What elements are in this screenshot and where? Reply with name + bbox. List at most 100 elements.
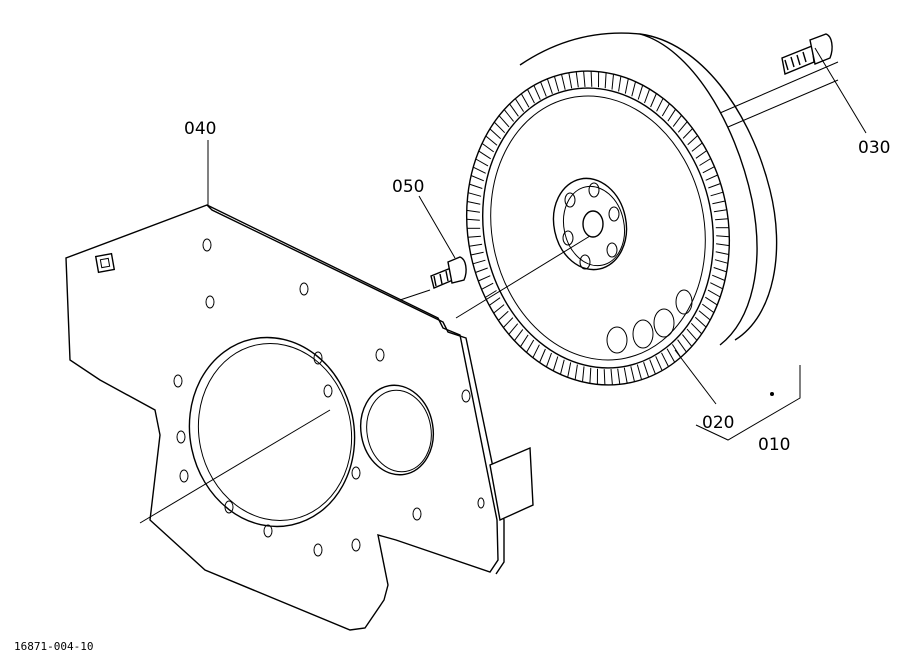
gear-tooth: [503, 109, 514, 122]
label-020: 020: [702, 413, 734, 433]
gear-tooth: [467, 192, 482, 197]
label-040: 040: [184, 119, 216, 139]
gear-tooth: [617, 368, 621, 385]
gear-tooth: [469, 243, 483, 247]
gear-tooth: [716, 243, 730, 247]
gear-tooth: [478, 150, 491, 160]
gear-tooth: [574, 364, 578, 380]
gear-tooth: [526, 339, 535, 353]
gear-tooth: [702, 166, 715, 174]
flywheel-bolt: [719, 33, 867, 134]
gear-tooth: [682, 334, 693, 347]
label-010: 010: [758, 435, 790, 455]
drawing-code: 16871-004-10: [14, 640, 93, 653]
gear-tooth: [705, 174, 718, 181]
gear-tooth: [707, 289, 721, 298]
gear-tooth: [611, 74, 614, 90]
gear-tooth: [533, 85, 541, 100]
gear-tooth: [715, 251, 729, 255]
gear-tooth: [686, 328, 698, 341]
gear-tooth: [714, 259, 729, 264]
gear-tooth: [690, 322, 703, 335]
gear-tooth: [489, 128, 502, 140]
gear-tooth: [583, 71, 586, 87]
gear-tooth: [699, 158, 712, 166]
gear-tooth: [687, 135, 698, 146]
gear-tooth: [710, 191, 724, 197]
gear-tooth: [475, 267, 488, 273]
gear-tooth: [553, 76, 560, 92]
gear-tooth: [568, 72, 573, 89]
gear-tooth: [478, 275, 491, 282]
gear-tooth: [560, 359, 565, 375]
gear-tooth: [514, 98, 525, 112]
gear-tooth: [713, 267, 727, 273]
gear-tooth: [667, 108, 677, 122]
gear-tooth: [575, 71, 579, 88]
flywheel: [465, 32, 778, 386]
gear-tooth: [519, 334, 529, 348]
gear-tooth: [508, 323, 519, 335]
gear-tooth: [624, 78, 629, 94]
gear-tooth: [493, 304, 505, 314]
gear-tooth: [481, 142, 494, 153]
gear-tooth: [708, 183, 721, 189]
gear-tooth: [509, 103, 519, 117]
label-030: 030: [858, 138, 890, 158]
gear-tooth: [661, 103, 670, 117]
gear-tooth: [682, 128, 693, 139]
gear-tooth: [539, 348, 546, 363]
gear-tooth: [604, 72, 607, 89]
gear-tooth: [661, 352, 669, 367]
gear-tooth: [623, 367, 628, 384]
gear-tooth: [498, 310, 509, 321]
gear-tooth: [561, 74, 566, 90]
gear-tooth: [484, 290, 497, 298]
gear-tooth: [552, 356, 559, 371]
gear-tooth: [503, 317, 514, 328]
gear-tooth: [705, 296, 718, 306]
gear-tooth: [567, 362, 572, 378]
gear-tooth: [649, 359, 656, 375]
gear-tooth: [643, 362, 650, 378]
gear-tooth: [644, 88, 651, 104]
gear-tooth: [590, 71, 593, 87]
gear-tooth: [677, 339, 687, 353]
gear-tooth: [694, 316, 707, 328]
gear-tooth: [582, 366, 585, 382]
gear-tooth: [470, 251, 484, 256]
gear-tooth: [545, 352, 552, 368]
gear-tooth: [712, 200, 726, 205]
gear-tooth: [650, 93, 657, 108]
center-axis-lines: [139, 235, 591, 524]
gear-tooth: [603, 369, 606, 385]
gear-tooth: [710, 282, 723, 290]
gear-tooth: [475, 158, 489, 167]
gear-tooth: [485, 135, 498, 146]
gear-tooth: [691, 142, 703, 152]
plate-holes: [173, 238, 485, 557]
gear-tooth: [481, 282, 494, 290]
gear-tooth: [469, 183, 483, 189]
gear-tooth: [695, 150, 707, 159]
gear-tooth: [637, 85, 644, 100]
gear-tooth: [472, 259, 486, 265]
gear-tooth: [546, 78, 553, 94]
gear-tooth: [618, 76, 622, 92]
gear-tooth: [672, 115, 683, 127]
gear-tooth: [470, 175, 484, 182]
gear-tooth: [520, 93, 530, 108]
gear-tooth: [532, 344, 540, 358]
gear-tooth: [712, 274, 726, 281]
gear-tooth: [513, 329, 524, 341]
gear-tooth: [589, 367, 592, 384]
gear-tooth: [702, 303, 715, 314]
gear-tooth: [473, 166, 486, 174]
plate-bolt: [418, 195, 467, 289]
label-050: 050: [392, 177, 424, 197]
gear-tooth: [489, 297, 501, 306]
gear-tooth: [467, 201, 481, 205]
gear-tooth: [630, 366, 635, 382]
back-plate: [65, 204, 534, 631]
gear-tooth: [498, 115, 510, 128]
